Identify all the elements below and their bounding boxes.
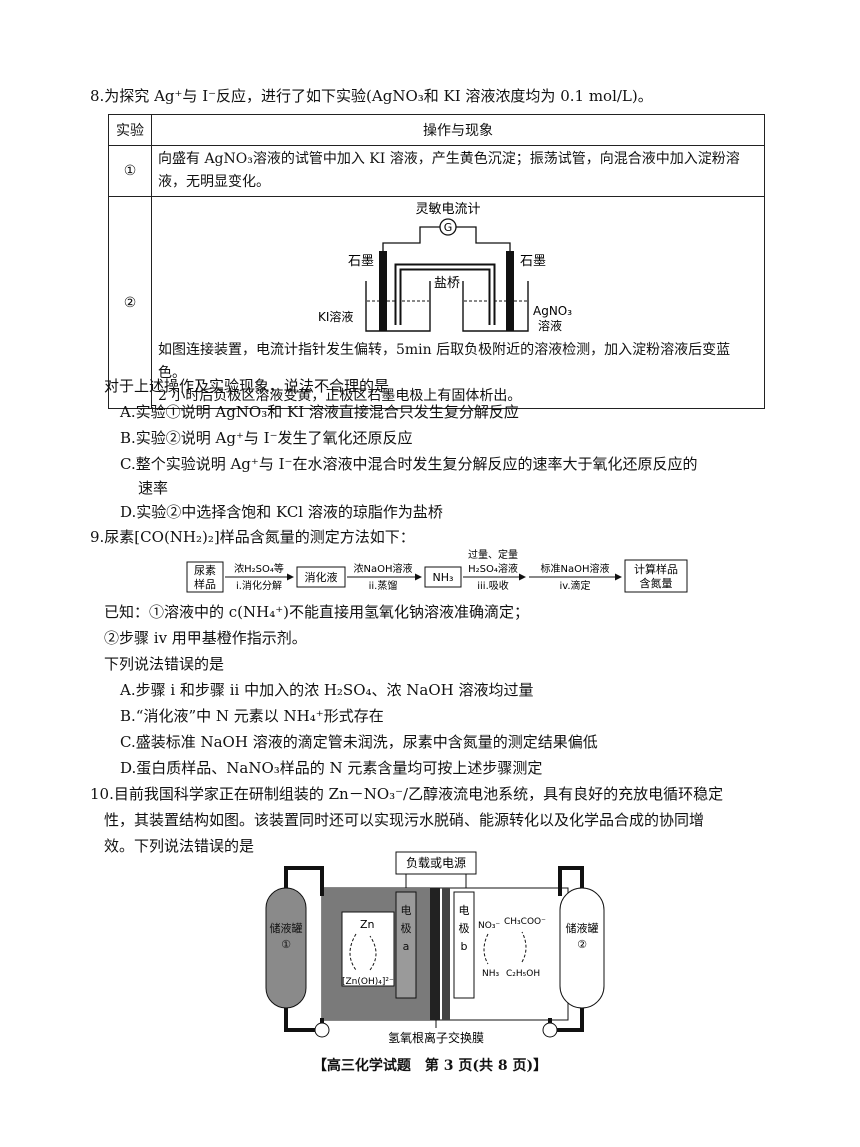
- row1-id: ①: [108, 145, 152, 197]
- flow-box-urea: [186, 561, 224, 593]
- row2-text-1: 如图连接装置，电流计指针发生偏转，5min 后取负极附近的溶液检测，加入淀粉溶液…: [158, 342, 731, 381]
- zn-arrow: [349, 933, 357, 971]
- svg-text:负载或电源: 负载或电源: [406, 856, 466, 870]
- table-header-operation: 操作与现象: [151, 114, 765, 146]
- svg-text:储液罐: 储液罐: [270, 921, 303, 935]
- electrode-b: [453, 891, 475, 999]
- svg-text:NH₃: NH₃: [433, 571, 454, 584]
- svg-text:标准NaOH溶液: 标准NaOH溶液: [541, 562, 610, 575]
- svg-text:浓NaOH溶液: 浓NaOH溶液: [354, 562, 413, 575]
- flow-box-digest: [296, 566, 346, 588]
- galvanometer-label: 灵敏电流计: [415, 202, 480, 217]
- q10-stem-3: 效。下列说法错误的是: [104, 837, 255, 855]
- q8-option-d: D.实验②中选择含饱和 KCl 溶液的琼脂作为盐桥: [120, 503, 443, 521]
- row1-text: 向盛有 AgNO₃溶液的试管中加入 KI 溶液，产生黄色沉淀；振荡试管，向混合液…: [151, 145, 765, 197]
- flow-battery-diagram: 负载或电源 Zn [Zn(OH)₄]²⁻ 电 极 a 电 极 b NO₃⁻ CH…: [265, 851, 605, 1045]
- svg-text:尿素: 尿素: [194, 564, 216, 577]
- row2-id: ②: [108, 196, 152, 409]
- q9-option-d: D.蛋白质样品、NaNO₃样品的 N 元素含量均可按上述步骤测定: [120, 759, 543, 777]
- load-or-power-box: [395, 851, 477, 875]
- svg-text:①: ①: [281, 938, 291, 951]
- svg-text:G: G: [444, 221, 453, 234]
- svg-text:H₂SO₄溶液: H₂SO₄溶液: [468, 562, 518, 575]
- svg-text:消化液: 消化液: [305, 570, 338, 584]
- svg-text:CH₃COO⁻: CH₃COO⁻: [504, 917, 546, 927]
- svg-text:过量、定量: 过量、定量: [468, 548, 518, 561]
- left-graphite-electrode: [379, 251, 387, 331]
- ki-solution-label: KI溶液: [318, 309, 353, 324]
- svg-text:极: 极: [401, 921, 412, 935]
- pump-2-icon: [542, 1022, 558, 1038]
- hydroxide-exchange-membrane: [430, 888, 440, 1020]
- svg-text:储液罐: 储液罐: [566, 921, 599, 935]
- q9-option-c: C.盛装标准 NaOH 溶液的滴定管未润洗，尿素中含氮量的测定结果偏低: [120, 733, 598, 751]
- flow-box-nh3: [424, 566, 462, 588]
- svg-text:NO₃⁻: NO₃⁻: [478, 921, 500, 931]
- pump-1-icon: [314, 1022, 330, 1038]
- q8-option-c: C.整个实验说明 Ag⁺与 I⁻在水溶液中混合时发生复分解反应的速率大于氧化还原…: [120, 455, 698, 473]
- q9-stem: 9.尿素[CO(NH₂)₂]样品含氮量的测定方法如下：: [90, 528, 415, 546]
- svg-text:ii.蒸馏: ii.蒸馏: [369, 579, 398, 592]
- experiment-table: 实验 操作与现象 ① 向盛有 AgNO₃溶液的试管中加入 KI 溶液，产生黄色沉…: [108, 114, 765, 409]
- svg-text:电: 电: [459, 904, 470, 917]
- right-electrode-label: 石墨: [520, 254, 546, 269]
- q8-option-b: B.实验②说明 Ag⁺与 I⁻发生了氧化还原反应: [120, 429, 413, 447]
- q9-option-a: A.步骤 i 和步骤 ii 中加入的浓 H₂SO₄、浓 NaOH 溶液均过量: [120, 681, 534, 699]
- svg-text:NH₃: NH₃: [482, 969, 500, 979]
- svg-text:iii.吸收: iii.吸收: [477, 579, 509, 592]
- agno3-label: AgNO₃: [533, 304, 572, 318]
- galvanic-cell-diagram: 灵敏电流计 G 石墨 石墨 盐桥 KI溶液: [318, 202, 572, 333]
- q8-question: 对于上述操作及实验现象，说法不合理的是: [104, 377, 390, 395]
- svg-text:计算样品: 计算样品: [634, 562, 678, 576]
- row2-text-2: 2 小时后负极区溶液变黄，正极区石墨电极上有固体析出。: [158, 388, 522, 404]
- q8-stem: 8.为探究 Ag⁺与 I⁻反应，进行了如下实验(AgNO₃和 KI 溶液浓度均为…: [90, 87, 653, 105]
- q9-option-b: B.“消化液”中 N 元素以 NH₄⁺形式存在: [120, 707, 384, 725]
- membrane-label: 氢氧根离子交换膜: [388, 1030, 484, 1045]
- q8-option-c-cont: 速率: [138, 479, 169, 497]
- q8-option-a: A.实验①说明 AgNO₃和 KI 溶液直接混合只发生复分解反应: [120, 403, 519, 421]
- right-graphite-electrode: [506, 251, 514, 331]
- nitrogen-flowchart: 尿素 样品 浓H₂SO₄等 i.消化分解 消化液 浓NaOH溶液 ii.蒸馏 N…: [186, 548, 688, 593]
- svg-text:含氮量: 含氮量: [640, 576, 673, 590]
- svg-text:i.消化分解: i.消化分解: [236, 579, 282, 592]
- svg-text:浓H₂SO₄等: 浓H₂SO₄等: [234, 562, 284, 575]
- q9-known-2: ②步骤 iv 用甲基橙作指示剂。: [104, 629, 307, 647]
- svg-text:样品: 样品: [194, 577, 216, 591]
- electrode-a: [395, 891, 417, 999]
- svg-text:电: 电: [401, 904, 412, 917]
- svg-text:iv.滴定: iv.滴定: [559, 579, 590, 592]
- left-beaker: [365, 281, 431, 332]
- svg-text:②: ②: [577, 938, 587, 951]
- table-header-experiment: 实验: [108, 114, 152, 146]
- right-beaker: [462, 281, 529, 332]
- salt-bridge-label: 盐桥: [434, 276, 460, 291]
- q10-stem-2: 性，其装置结构如图。该装置同时还可以实现污水脱硝、能源转化以及化学品合成的协同增: [104, 811, 705, 829]
- page-footer: 【高三化学试题 第 3 页(共 8 页)】: [312, 1058, 548, 1074]
- q9-question: 下列说法错误的是: [104, 655, 225, 673]
- svg-text:极: 极: [459, 921, 470, 935]
- q9-known-1: 已知：①溶液中的 c(NH₄⁺)不能直接用氢氧化钠溶液准确滴定；: [104, 603, 530, 621]
- svg-text:b: b: [461, 940, 468, 953]
- q10-stem-1: 10.目前我国科学家正在研制组装的 Zn－NO₃⁻/乙醇液流电池系统，具有良好的…: [90, 785, 724, 803]
- svg-text:C₂H₅OH: C₂H₅OH: [506, 969, 540, 979]
- svg-text:a: a: [403, 940, 410, 953]
- agno3-solution-label: 溶液: [538, 318, 562, 333]
- svg-text:[Zn(OH)₄]²⁻: [Zn(OH)₄]²⁻: [342, 977, 394, 987]
- left-electrode-label: 石墨: [348, 254, 374, 269]
- svg-text:Zn: Zn: [360, 918, 375, 931]
- flow-box-result: [624, 559, 688, 593]
